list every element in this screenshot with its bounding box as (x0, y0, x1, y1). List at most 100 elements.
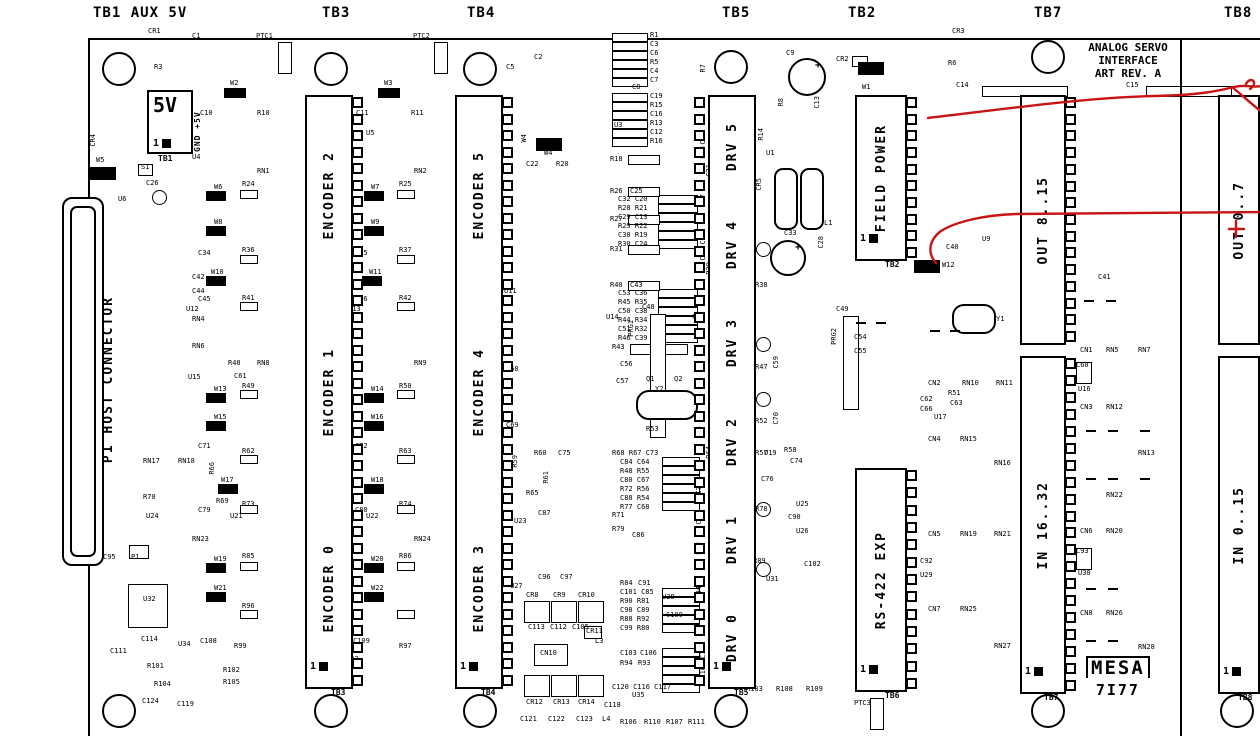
terminal-label: DRV 3 (724, 318, 740, 368)
terminal-block-name: TB6 (885, 691, 900, 700)
component-outline (129, 545, 149, 559)
capacitor-outline: + (770, 240, 806, 276)
component-label: RN28 (1138, 643, 1155, 651)
terminal-pin (502, 130, 513, 142)
terminal-pin (502, 493, 513, 505)
pin1-number: 1 (1025, 666, 1032, 677)
terminal-block-name: TB2 (885, 260, 900, 269)
terminal-pin (694, 344, 705, 356)
component-label: W21 (214, 584, 227, 592)
pin1-marker: 1 (460, 661, 479, 672)
component-label: W1 (862, 83, 871, 91)
component-label: C28 (817, 236, 825, 249)
resistor-bar (240, 562, 258, 571)
component-label: C86 (632, 531, 645, 539)
component-label: C9 (786, 49, 795, 57)
terminal-pin (694, 311, 705, 323)
pin1-marker: 1 (1223, 666, 1242, 677)
resistor-bar (612, 78, 648, 87)
component-label: L1 (824, 219, 833, 227)
component-label: R8 (777, 98, 785, 107)
title-block: ANALOG SERVO INTERFACE ART REV. A (1062, 41, 1194, 80)
transistor-outline (756, 562, 771, 577)
component-label: CR5 (755, 178, 763, 191)
resistor-bar (628, 245, 660, 255)
resistor-bar (612, 69, 648, 78)
component-label: W14 (371, 385, 384, 393)
terminal-pin (502, 295, 513, 307)
terminal-pin (1065, 493, 1076, 505)
terminal-block-name: TB5 (734, 688, 749, 697)
terminal-label: DRV 1 (724, 514, 740, 565)
terminal-section: IN 0..15 (1220, 358, 1258, 692)
component-label: C45 (198, 295, 211, 303)
component-label: C105 (572, 623, 589, 631)
pin1-marker: 1 (153, 138, 172, 149)
terminal-pin (906, 643, 917, 655)
component-label: RN10 (962, 379, 979, 387)
component-label: U21 (230, 512, 243, 520)
terminal-pin (502, 542, 513, 554)
resistor-bar (240, 610, 258, 619)
mounting-hole (314, 52, 348, 86)
terminal-pin (694, 526, 705, 538)
terminal-pin (352, 476, 363, 488)
component-label: C56 (620, 360, 633, 368)
component-label: C76 (761, 475, 774, 483)
terminal-pin (1065, 97, 1076, 108)
terminal-label: FIELD POWER (873, 123, 889, 233)
terminal-pin (352, 130, 363, 142)
component-label: C13 (813, 96, 821, 109)
component-label: Q1 (646, 375, 655, 383)
resistor-bar (628, 155, 660, 165)
oscillator-outline (774, 168, 798, 230)
resistor-bar (612, 93, 648, 102)
jumper-block (364, 393, 384, 403)
component-label: C61 (234, 372, 247, 380)
resistor-bar (397, 190, 415, 199)
jumper-block (914, 260, 940, 273)
component-label: RN7 (1138, 346, 1151, 354)
terminal-pin (502, 212, 513, 224)
component-label: R52 (755, 417, 768, 425)
terminal-pin (352, 377, 363, 389)
terminal-label: RS-422 EXP (873, 530, 889, 630)
component-label: R7 (699, 64, 707, 73)
terminal-pin (1065, 561, 1076, 573)
component-label: R29 R22 (618, 222, 648, 230)
terminal-label: IN 0..15 (1231, 485, 1247, 565)
resistor-bar (628, 215, 660, 225)
terminal-pin (1065, 374, 1076, 386)
terminal-pin (502, 410, 513, 422)
jumper-block (206, 226, 226, 236)
terminal-pin (694, 559, 705, 571)
terminal-pin (906, 608, 917, 620)
terminal-pin (694, 427, 705, 439)
component-label: U23 (514, 517, 527, 525)
dash-mark (1106, 300, 1116, 302)
component-label: R101 (147, 662, 164, 670)
component-label: C79 (198, 506, 211, 514)
mounting-hole (314, 694, 348, 728)
component-label: C26 (146, 179, 159, 187)
jumper-block (206, 592, 226, 602)
component-label: RN27 (994, 642, 1011, 650)
component-label: C22 (526, 160, 539, 168)
component-label: R57 (755, 449, 768, 457)
terminal-section: RS-422 EXP (857, 470, 905, 690)
component-label: C11 (356, 110, 369, 117)
resistor-bar (612, 60, 648, 69)
capacitor-outline: + (788, 58, 826, 96)
component-label: C3 (650, 40, 659, 48)
component-label: R5 (650, 58, 659, 66)
component-label: PTC1 (256, 32, 273, 40)
component-label: Y2 (655, 385, 664, 393)
terminal-pin (1065, 612, 1076, 624)
terminal-pin (502, 394, 513, 406)
terminal-pin (906, 626, 917, 637)
component-label: C80 C67 (620, 476, 650, 484)
terminal-pin (906, 247, 917, 258)
resistor-bar (628, 187, 660, 197)
terminal-section: OUT 0..7 (1220, 97, 1258, 343)
terminal-pin (694, 262, 705, 274)
